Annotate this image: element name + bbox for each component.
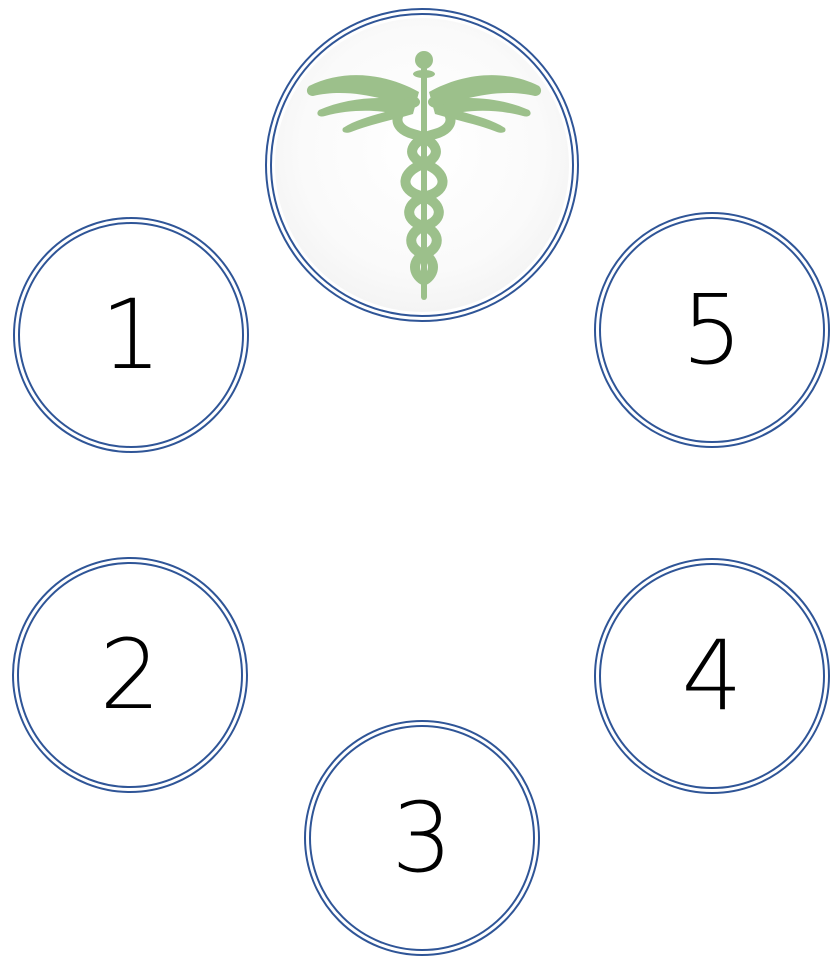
step-number-3: 3 [306, 722, 538, 954]
step-circle-1: 1 [13, 217, 249, 453]
step-number-1: 1 [15, 219, 247, 451]
caduceus-emblem [265, 8, 579, 322]
step-number-5: 5 [596, 214, 828, 446]
step-circle-5: 5 [594, 212, 830, 448]
step-circle-2: 2 [12, 557, 248, 793]
step-number-2: 2 [14, 559, 246, 791]
step-circle-3: 3 [304, 720, 540, 956]
step-number-4: 4 [596, 560, 828, 792]
step-circle-4: 4 [594, 558, 830, 794]
caduceus-icon [267, 10, 581, 324]
